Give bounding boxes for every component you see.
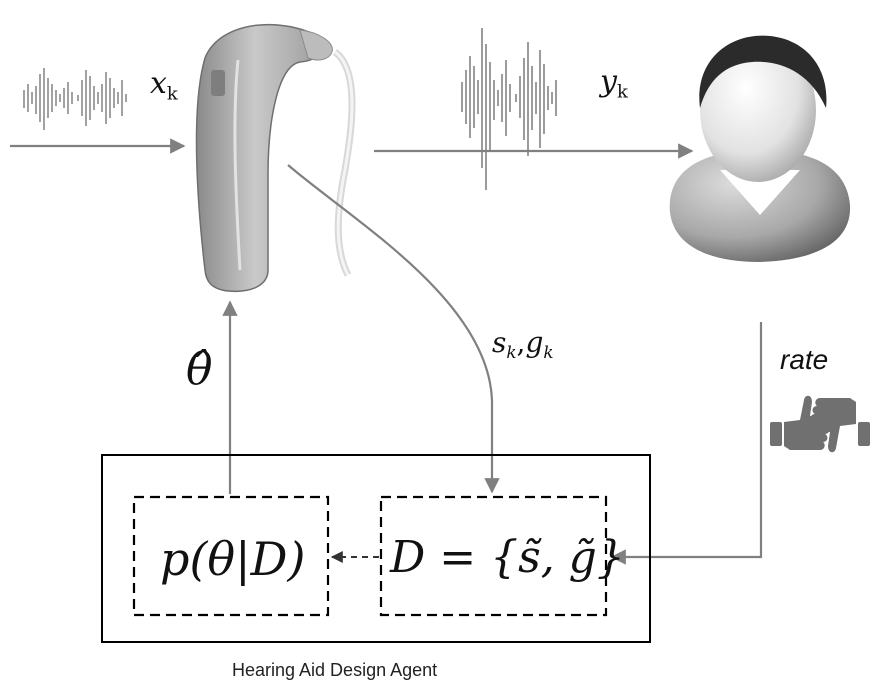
posterior-formula: p(θ|D)	[160, 532, 306, 586]
posterior-box	[132, 495, 330, 617]
agent-caption: Hearing Aid Design Agent	[232, 660, 438, 680]
feedback-s-subscript: k	[506, 341, 517, 362]
feedback-s-symbol: s	[492, 326, 507, 359]
feedback-separator: ,	[516, 326, 526, 359]
input-signal-symbol: x	[150, 66, 167, 101]
hearing-aid-icon	[195, 23, 356, 293]
input-signal-subscript: k	[166, 83, 178, 105]
feedback-label: sk,gk	[492, 326, 554, 362]
rate-label: rate	[780, 344, 829, 375]
feedback-g-subscript: k	[543, 341, 554, 362]
input-waveform-icon	[23, 68, 127, 130]
output-signal-subscript: k	[616, 81, 628, 103]
thumbs-up-icon	[770, 395, 830, 450]
output-signal-label: yk	[600, 64, 628, 102]
output-signal-symbol: y	[600, 64, 617, 99]
theta-hat-label: θ̂	[186, 344, 213, 395]
thumbs-down-icon	[810, 398, 870, 453]
dataset-formula: D = {s̃, g̃}	[390, 532, 625, 583]
user-avatar-icon	[669, 35, 851, 262]
output-waveform-icon	[461, 28, 557, 190]
rating-arrow	[610, 322, 763, 565]
agent-box	[101, 454, 651, 643]
input-signal-label: xk	[150, 66, 178, 104]
feedback-arrow	[287, 164, 500, 494]
feedback-g-symbol: g	[525, 326, 544, 359]
dataset-box	[379, 495, 608, 617]
